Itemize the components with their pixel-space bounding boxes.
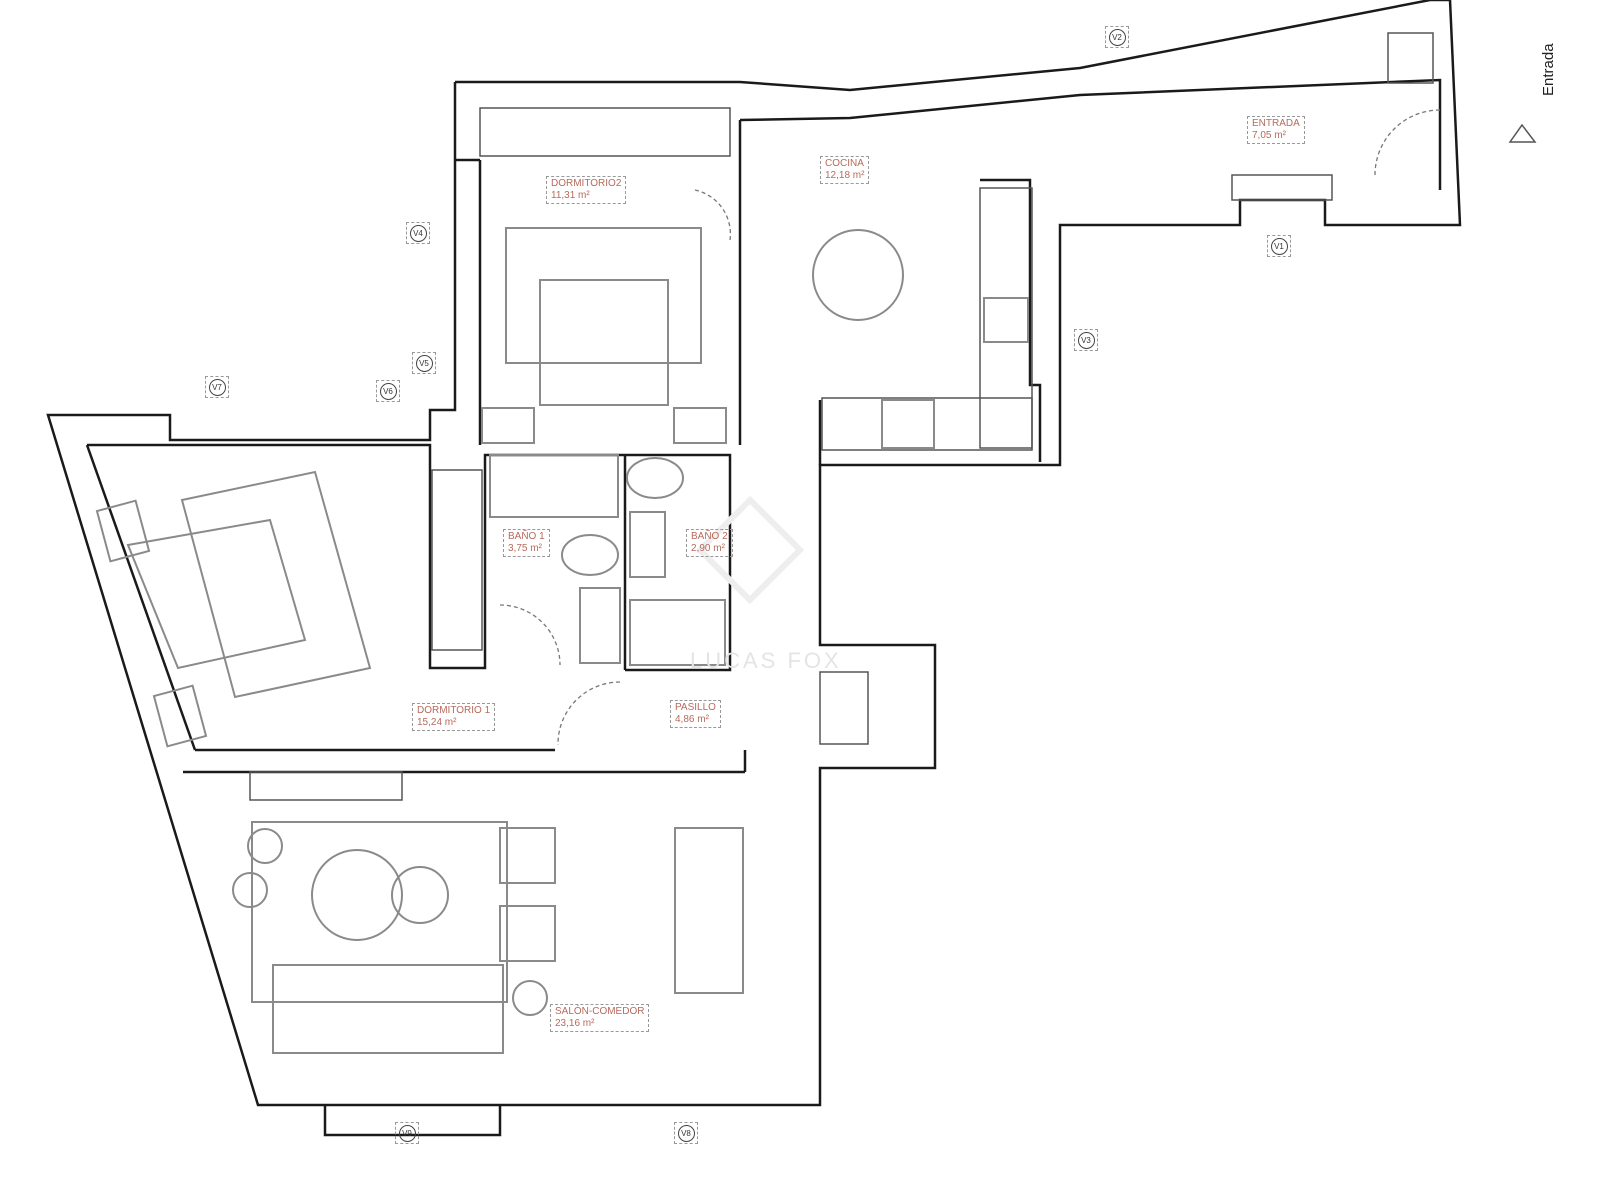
window-tag: V3 bbox=[1074, 329, 1098, 351]
coffee-table bbox=[391, 866, 449, 924]
counter bbox=[821, 397, 1033, 451]
nightstand bbox=[95, 499, 151, 563]
dining-table bbox=[812, 229, 904, 321]
window-tag: V2 bbox=[1105, 26, 1129, 48]
sink bbox=[579, 587, 621, 664]
window-tag: V7 bbox=[205, 376, 229, 398]
wardrobe bbox=[819, 671, 869, 745]
entrance-label: Entrada bbox=[1540, 43, 1557, 96]
armchair bbox=[499, 905, 556, 962]
sofa bbox=[272, 964, 504, 1054]
armchair bbox=[499, 827, 556, 884]
sink bbox=[983, 297, 1029, 343]
rug bbox=[505, 227, 702, 364]
entry-bench bbox=[1231, 174, 1333, 201]
window-tag: V4 bbox=[406, 222, 430, 244]
door-swing bbox=[499, 604, 561, 666]
door-swing bbox=[694, 189, 732, 241]
exterior-wall bbox=[46, 0, 1462, 1107]
side-table bbox=[247, 828, 283, 864]
entrance-arrow-icon bbox=[1508, 123, 1537, 143]
watermark-logo bbox=[695, 495, 805, 605]
nightstand bbox=[673, 407, 727, 444]
cooktop bbox=[881, 399, 935, 449]
rug bbox=[180, 470, 372, 699]
nightstand bbox=[481, 407, 535, 444]
tv-unit bbox=[249, 771, 403, 801]
window-tag: V9 bbox=[395, 1122, 419, 1144]
window-tag: V6 bbox=[376, 380, 400, 402]
window-tag: V1 bbox=[1267, 235, 1291, 257]
coffee-table bbox=[311, 849, 403, 941]
entry-door-swing bbox=[1374, 109, 1441, 176]
window-tag: V8 bbox=[674, 1122, 698, 1144]
kitchen-wall bbox=[980, 178, 1042, 462]
wardrobe bbox=[479, 107, 731, 157]
rug bbox=[251, 821, 508, 1003]
interior-wall bbox=[87, 443, 732, 672]
shower bbox=[629, 599, 726, 666]
nightstand bbox=[152, 684, 208, 748]
interior-wall bbox=[85, 444, 197, 751]
window-tag: V5 bbox=[412, 352, 436, 374]
bathtub bbox=[489, 454, 619, 518]
side-table bbox=[512, 980, 548, 1016]
wardrobe bbox=[1387, 32, 1434, 84]
sink bbox=[629, 511, 666, 578]
watermark: LUCAS FOX bbox=[690, 648, 842, 673]
door-swing bbox=[557, 681, 621, 746]
bed bbox=[126, 518, 307, 670]
toilet bbox=[561, 534, 619, 576]
bed bbox=[539, 279, 669, 406]
wardrobe bbox=[431, 469, 483, 651]
counter bbox=[979, 187, 1033, 449]
dining-table bbox=[674, 827, 744, 994]
toilet bbox=[626, 457, 684, 499]
side-table bbox=[232, 872, 268, 908]
kitchen-wall bbox=[739, 78, 1442, 190]
